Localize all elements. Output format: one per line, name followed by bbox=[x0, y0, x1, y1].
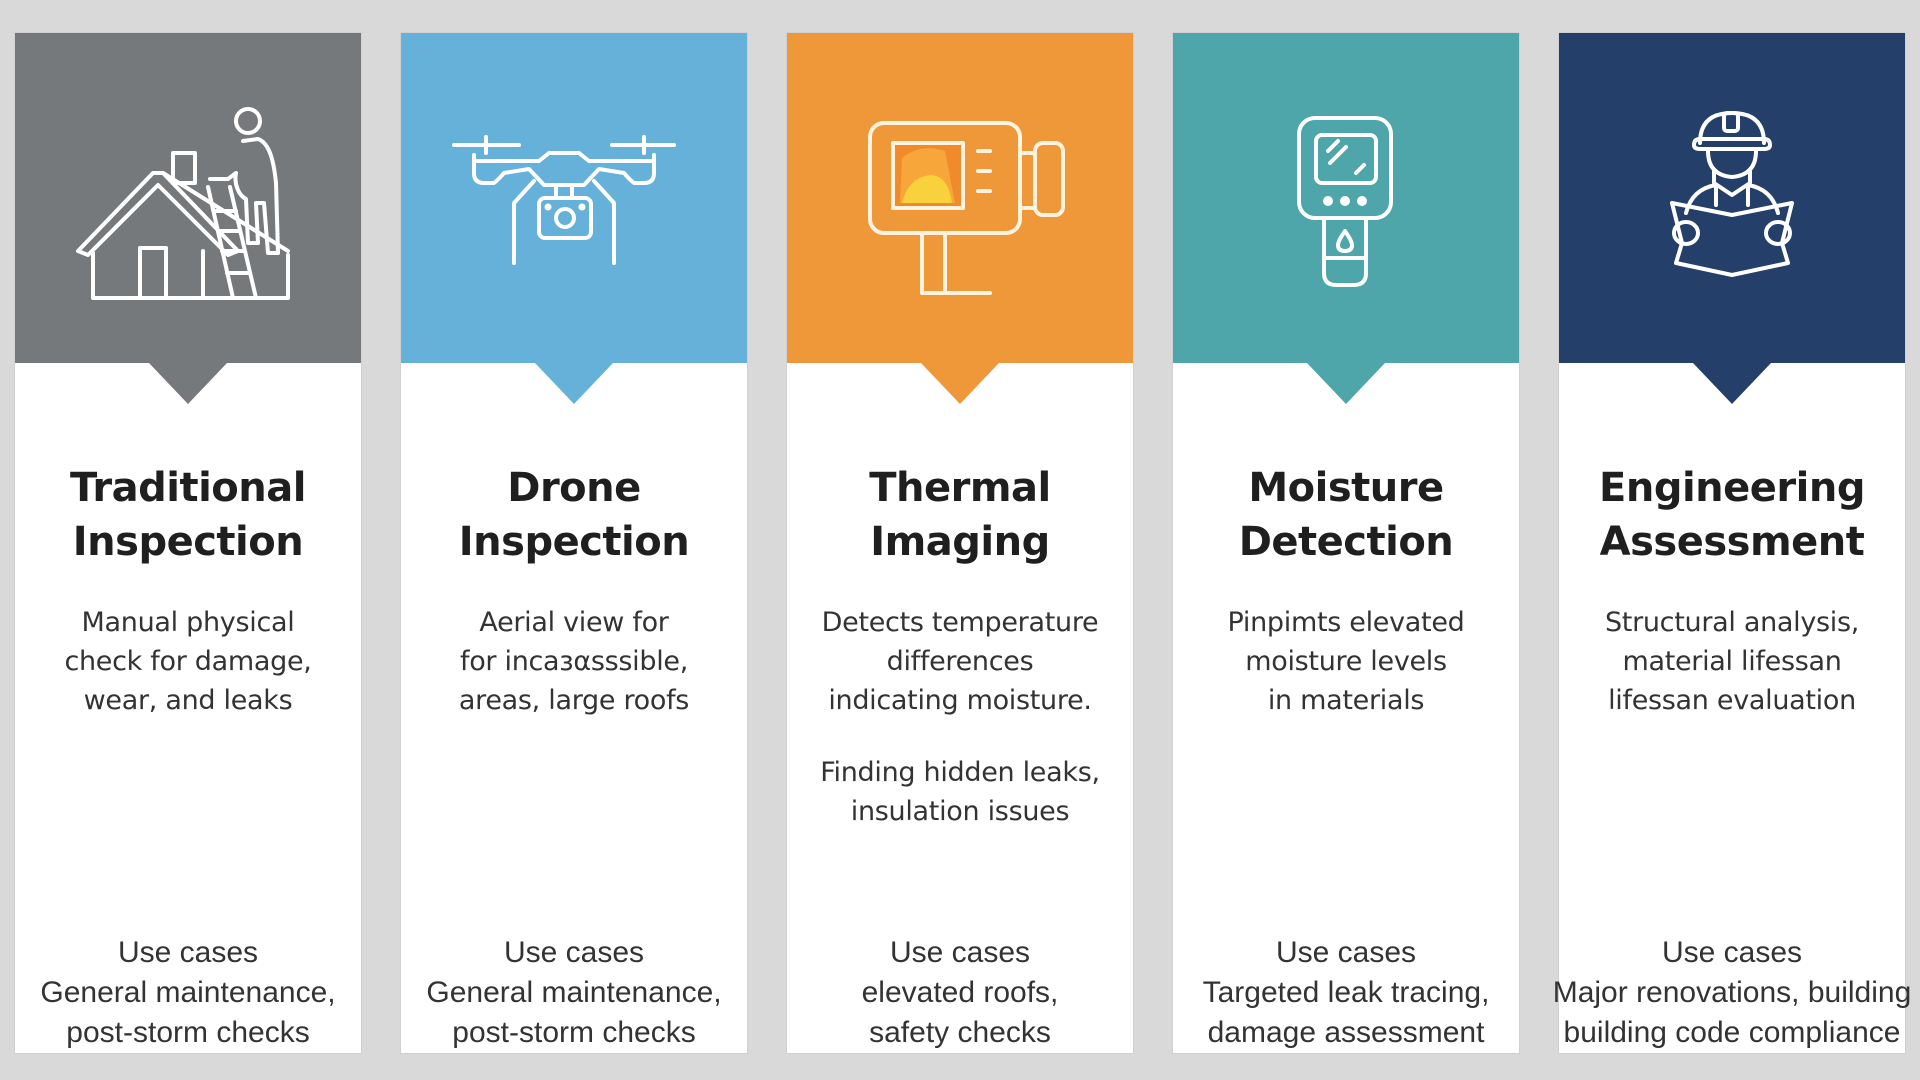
thermal-camera-icon bbox=[830, 103, 1090, 303]
description-line: indicating moisture. bbox=[828, 685, 1092, 716]
use-case-line: damage assessment bbox=[1207, 1016, 1485, 1049]
use-cases-label: Use cases bbox=[503, 936, 645, 969]
house-ladder-inspector-icon bbox=[58, 103, 318, 303]
use-cases-label: Use cases bbox=[889, 936, 1031, 969]
card-thermal-imaging: Thermal Imaging Detects temperature diff… bbox=[787, 33, 1133, 1053]
card-description: Pinpimts elevated moisture levels in mat… bbox=[1173, 603, 1519, 720]
description-line: lifessan evaluation bbox=[1608, 685, 1856, 716]
card-traditional-inspection: Traditional Inspection Manual physical c… bbox=[15, 33, 361, 1053]
title-line: Drone bbox=[507, 465, 641, 511]
card-engineering-assessment: Engineering Assessment Structural analys… bbox=[1553, 33, 1911, 1053]
use-case-line: building code compliance bbox=[1563, 1016, 1901, 1049]
description-line: differences bbox=[886, 646, 1034, 677]
use-cases: Use cases General maintenance, post-stor… bbox=[0, 933, 381, 1053]
description-line: Manual physical bbox=[81, 607, 295, 638]
description-line: Structural analysis, bbox=[1604, 607, 1860, 638]
pointer-arrow bbox=[149, 363, 227, 404]
title-line: Engineering bbox=[1599, 465, 1865, 511]
use-case-line: General maintenance, bbox=[426, 976, 722, 1009]
card-header bbox=[787, 33, 1133, 363]
description-line: Detects temperature bbox=[821, 607, 1099, 638]
use-case-line: General maintenance, bbox=[40, 976, 336, 1009]
pointer-arrow bbox=[1307, 363, 1385, 404]
use-cases: Use cases Targeted leak tracing, damage … bbox=[1153, 933, 1539, 1053]
description-line: moisture levels bbox=[1245, 646, 1447, 677]
card-description: Aerial view for for incaзαsssible, areas… bbox=[401, 603, 747, 720]
description-line: for incaзαsssible, bbox=[459, 646, 688, 677]
card-moisture-detection: Moisture Detection Pinpimts elevated moi… bbox=[1173, 33, 1519, 1053]
card-description-extra: Finding hidden leaks, insulation issues bbox=[787, 753, 1133, 831]
use-cases-label: Use cases bbox=[1275, 936, 1417, 969]
use-case-line: Major renovations, building bbox=[1552, 976, 1912, 1009]
description-line: Aerial view for bbox=[479, 607, 669, 638]
title-line: Detection bbox=[1238, 519, 1454, 565]
card-title: Drone Inspection bbox=[401, 461, 747, 569]
description-line: check for damage, bbox=[64, 646, 312, 677]
pointer-arrow bbox=[921, 363, 999, 404]
drone-camera-icon bbox=[444, 103, 704, 303]
pointer-arrow bbox=[1693, 363, 1771, 404]
use-cases: Use cases Major renovations, building bu… bbox=[1539, 933, 1920, 1053]
moisture-meter-icon bbox=[1216, 103, 1476, 303]
title-line: Assessment bbox=[1599, 519, 1865, 565]
card-header bbox=[401, 33, 747, 363]
pointer-arrow bbox=[535, 363, 613, 404]
description-line: insulation issues bbox=[850, 796, 1070, 827]
use-cases: Use cases elevated roofs, safety checks bbox=[767, 933, 1153, 1053]
title-line: Imaging bbox=[870, 519, 1050, 565]
card-header bbox=[1559, 33, 1905, 363]
card-drone-inspection: Drone Inspection Aerial view for for inc… bbox=[401, 33, 747, 1053]
card-title: Engineering Assessment bbox=[1559, 461, 1905, 569]
title-line: Inspection bbox=[72, 519, 304, 565]
card-header bbox=[1173, 33, 1519, 363]
card-description: Detects temperature differences indicati… bbox=[787, 603, 1133, 720]
card-header bbox=[15, 33, 361, 363]
title-line: Traditional bbox=[70, 465, 306, 511]
use-cases-label: Use cases bbox=[117, 936, 259, 969]
use-cases-label: Use cases bbox=[1661, 936, 1803, 969]
description-line: areas, large roofs bbox=[458, 685, 690, 716]
description-line: material lifessan bbox=[1622, 646, 1842, 677]
card-title: Thermal Imaging bbox=[787, 461, 1133, 569]
card-title: Traditional Inspection bbox=[15, 461, 361, 569]
engineer-blueprint-icon bbox=[1602, 103, 1862, 303]
description-line: Finding hidden leaks, bbox=[820, 757, 1100, 788]
title-line: Thermal bbox=[869, 465, 1051, 511]
use-case-line: post-storm checks bbox=[66, 1016, 310, 1049]
use-cases: Use cases General maintenance, post-stor… bbox=[381, 933, 767, 1053]
title-line: Inspection bbox=[458, 519, 690, 565]
description-line: wear, and leaks bbox=[83, 685, 293, 716]
card-description: Structural analysis, material lifessan l… bbox=[1559, 603, 1905, 720]
description-line: in materials bbox=[1267, 685, 1425, 716]
use-case-line: Targeted leak tracing, bbox=[1202, 976, 1490, 1009]
title-line: Moisture bbox=[1248, 465, 1444, 511]
card-description: Manual physical check for damage, wear, … bbox=[15, 603, 361, 720]
card-title: Moisture Detection bbox=[1173, 461, 1519, 569]
description-line: Pinpimts elevated bbox=[1227, 607, 1465, 638]
use-case-line: elevated roofs, bbox=[861, 976, 1059, 1009]
use-case-line: safety checks bbox=[869, 1016, 1051, 1049]
use-case-line: post-storm checks bbox=[452, 1016, 696, 1049]
